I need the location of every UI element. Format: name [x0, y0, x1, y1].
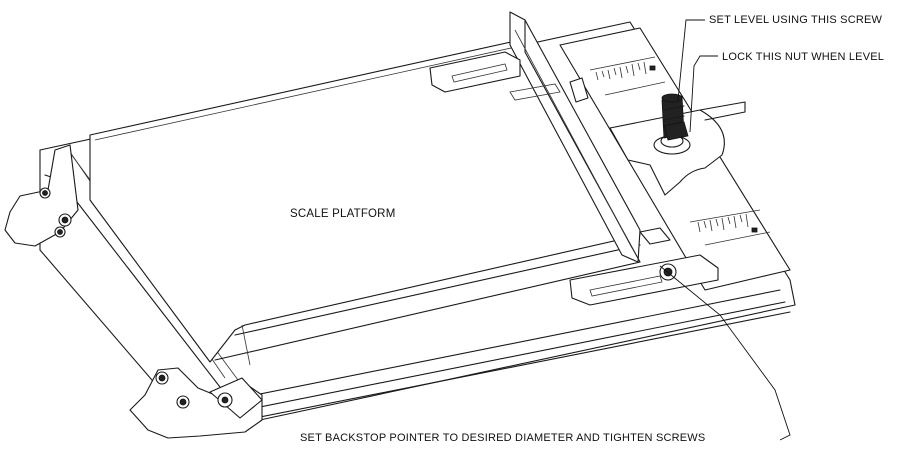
backstop-fence [509, 11, 641, 263]
left-foot-bracket-bottom [129, 367, 263, 439]
lock-nut [663, 121, 689, 141]
set-level-label: SET LEVEL USING THIS SCREW [709, 14, 883, 26]
top-slotted-bracket [429, 51, 521, 93]
left-foot-bracket-top [4, 144, 79, 247]
small-rail [509, 77, 589, 103]
backstop-label: SET BACKSTOP POINTER TO DESIRED DIAMETER… [300, 432, 706, 444]
scale-platform-label: SCALE PLATFORM [290, 208, 396, 220]
lock-nut-label: LOCK THIS NUT WHEN LEVEL [722, 51, 885, 63]
platform-plate [89, 39, 641, 366]
leader-lines [659, 19, 791, 441]
